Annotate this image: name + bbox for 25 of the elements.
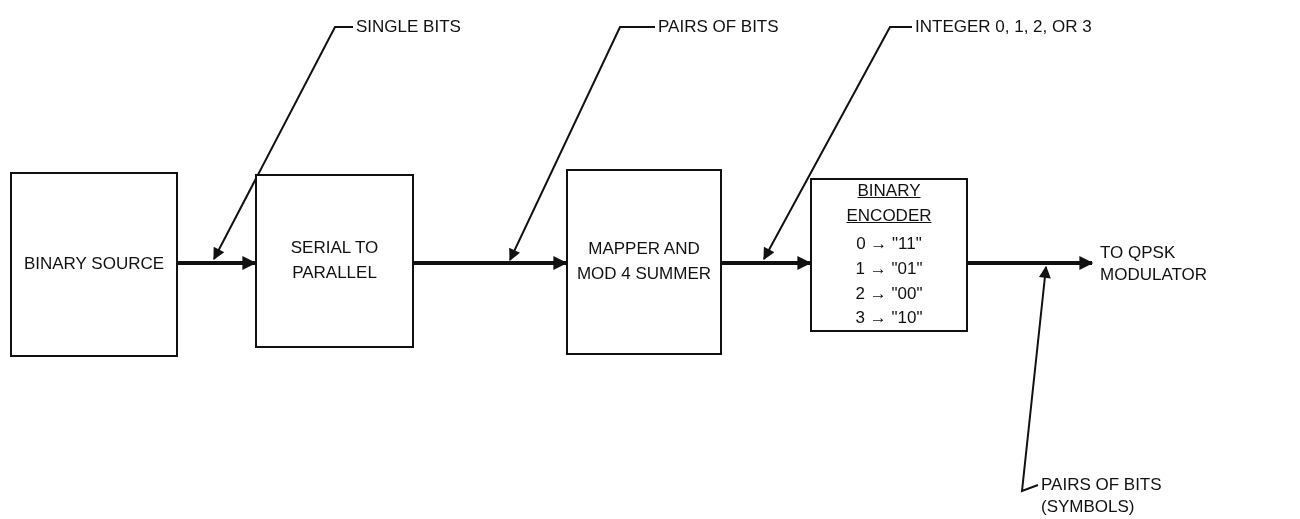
leader-line xyxy=(509,26,656,262)
box-label: BINARY SOURCE xyxy=(23,253,165,276)
process-box xyxy=(810,178,968,332)
leader-line xyxy=(213,26,354,261)
leader-line xyxy=(1020,265,1051,493)
box-label: SERIAL TO PARALLEL xyxy=(289,237,380,284)
arrow xyxy=(722,256,812,270)
mapping-text: 2 → "00" xyxy=(855,282,923,305)
output-label: TO QPSK MODULATOR xyxy=(1100,242,1250,287)
callout-text: PAIRS OF BITS (SYMBOLS) xyxy=(1041,474,1201,519)
arrow xyxy=(968,256,1094,270)
process-box xyxy=(566,169,722,355)
callout-text: INTEGER 0, 1, 2, OR 3 xyxy=(915,16,1105,39)
arrow xyxy=(414,256,568,270)
callout-text: SINGLE BITS xyxy=(356,16,476,39)
box-label: MAPPER AND MOD 4 SUMMER xyxy=(575,238,713,285)
mapping-text: 3 → "10" xyxy=(855,307,923,330)
mapping-text: 0 → "11" xyxy=(856,233,922,256)
leader-line xyxy=(763,26,913,261)
mapping-text: 1 → "01" xyxy=(855,258,923,280)
arrow xyxy=(178,256,257,270)
box-heading: BINARY ENCODER xyxy=(845,180,933,227)
process-box xyxy=(255,174,414,348)
callout-text: PAIRS OF BITS xyxy=(658,16,808,39)
process-box xyxy=(10,172,178,357)
